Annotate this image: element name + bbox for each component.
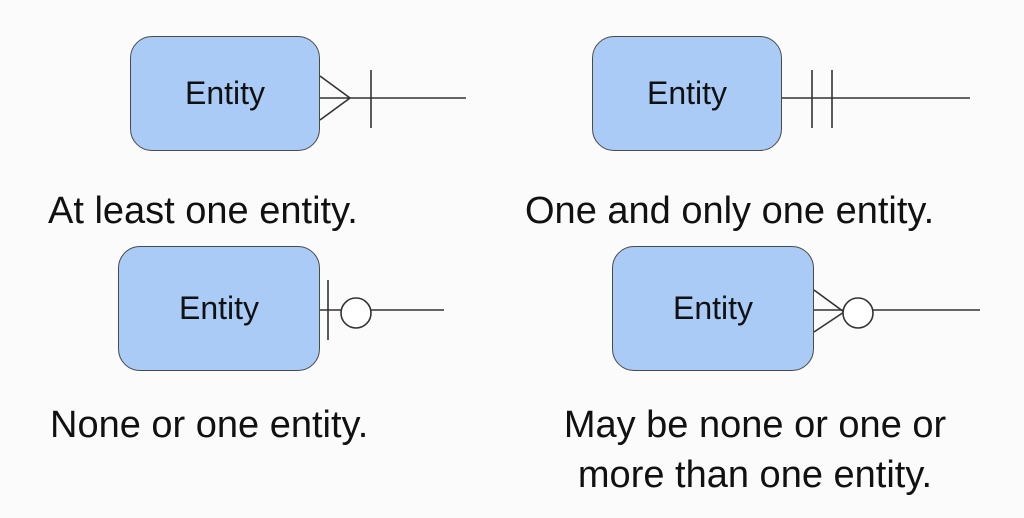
caption-zero-or-many-line2: more than one entity. bbox=[577, 454, 933, 496]
one-and-only-one-notation bbox=[782, 70, 970, 128]
entity-box-zero-or-many: Entity bbox=[612, 246, 814, 371]
entity-label: Entity bbox=[646, 75, 728, 111]
one-or-many-notation bbox=[319, 70, 466, 128]
entity-label: Entity bbox=[672, 290, 754, 326]
entity-label: Entity bbox=[178, 290, 260, 326]
zero-or-one-notation bbox=[320, 280, 444, 340]
caption-one-or-many: At least one entity. bbox=[48, 190, 358, 232]
zero-circle-symbol bbox=[842, 297, 874, 329]
crows-foot-symbol bbox=[319, 75, 352, 121]
entity-box-one-and-only-one: Entity bbox=[592, 36, 782, 151]
entity-box-one-or-many: Entity bbox=[130, 36, 320, 151]
zero-circle-symbol bbox=[340, 297, 372, 329]
caption-zero-or-one: None or one entity. bbox=[50, 404, 369, 446]
entity-box-zero-or-one: Entity bbox=[118, 246, 320, 371]
crows-foot-symbol bbox=[813, 289, 846, 333]
entity-label: Entity bbox=[184, 75, 266, 111]
caption-zero-or-many-line1: May be none or one or bbox=[563, 404, 947, 446]
zero-or-many-notation bbox=[813, 289, 980, 333]
caption-zero-or-many: May be none or one or more than one enti… bbox=[520, 400, 990, 500]
caption-one-and-only-one: One and only one entity. bbox=[525, 190, 935, 232]
